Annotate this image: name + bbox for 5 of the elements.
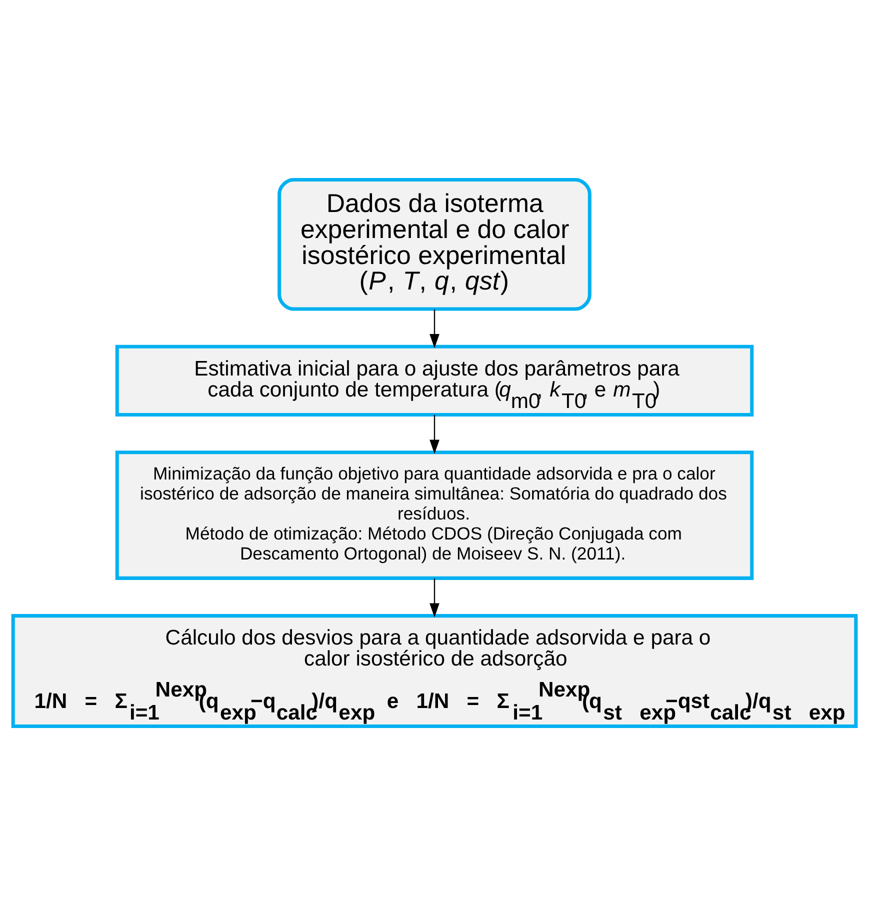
node-box: Dados da isoterma experimental e do calor isostérico experimental (P, T, q, qst)	[278, 177, 592, 310]
arrow	[430, 578, 440, 617]
node-box: Minimização da função objetivo para quantidade adsorvida e pra o calor isostérico de adsorção de maneira simultânea: Somatória do quadrado dos resíduos. Método de otimização: Método CDOS (Direção Conjugada com Descamento Ortogonal) de Moiseev S. N. (2011).	[115, 450, 754, 580]
arrow	[430, 308, 440, 348]
arrow	[430, 414, 440, 454]
